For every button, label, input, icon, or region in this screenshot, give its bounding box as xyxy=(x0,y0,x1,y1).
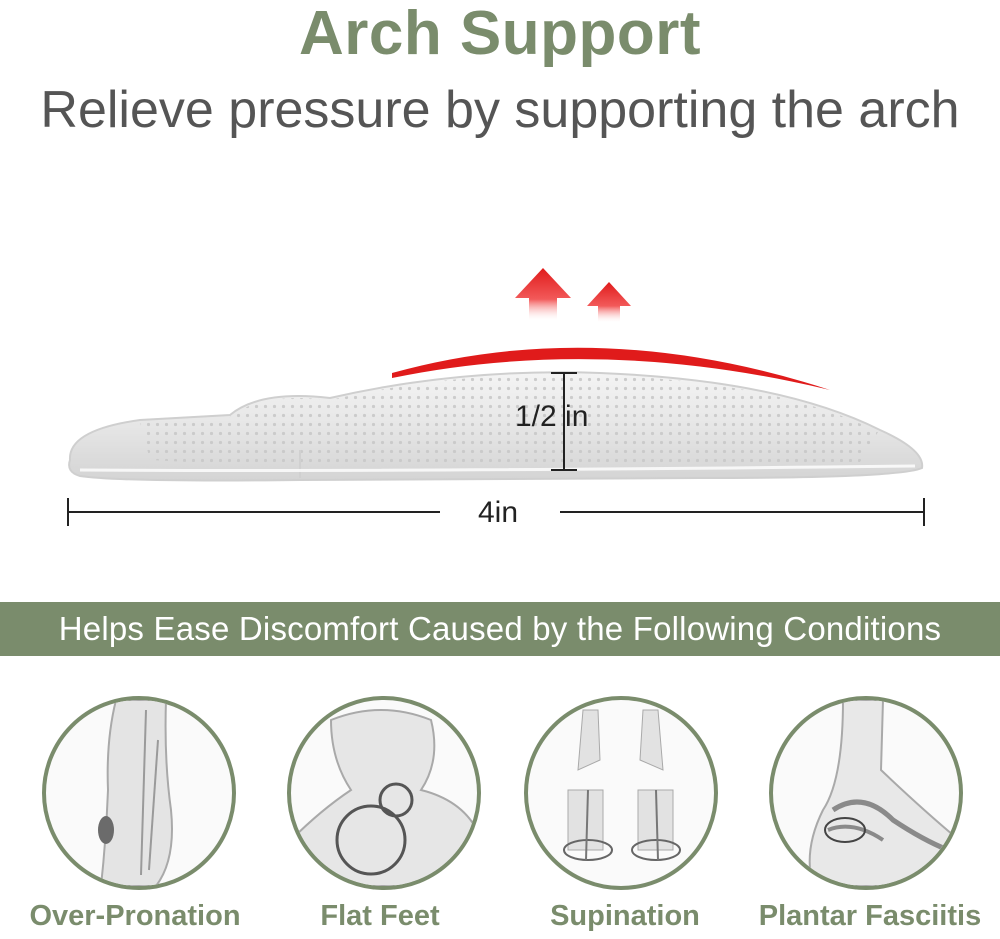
ankle-overpronation-icon xyxy=(42,696,236,890)
length-label: 4in xyxy=(474,496,523,530)
height-label: 1/2 in xyxy=(515,400,589,433)
condition-label: Over-Pronation xyxy=(29,900,241,932)
upward-arrow-icon xyxy=(587,282,631,322)
condition-plantar-fasciitis: Plantar Fasciitis xyxy=(745,690,995,939)
page-title: Arch Support xyxy=(298,0,702,68)
length-dimension-marker xyxy=(67,498,925,526)
page-subtitle: Relieve pressure by supporting the arch xyxy=(40,81,960,139)
arch-curve xyxy=(392,347,830,390)
height-dimension-marker xyxy=(551,372,577,471)
condition-label: Supination xyxy=(550,900,700,932)
upward-arrow-icon xyxy=(515,268,571,320)
condition-over-pronation: Over-Pronation xyxy=(10,690,260,939)
condition-supination: Supination xyxy=(500,690,750,939)
conditions-list: Over-Pronation Flat Feet Supina xyxy=(0,690,1000,939)
flat-foot-icon xyxy=(287,696,481,890)
arch-insert-illustration xyxy=(67,268,925,526)
gel-insert xyxy=(68,371,924,482)
condition-label: Plantar Fasciitis xyxy=(758,900,982,932)
supination-feet-icon xyxy=(524,696,718,890)
arch-insert-diagram: 1/2 in 4in xyxy=(0,240,1000,550)
foot-skeleton-icon xyxy=(769,696,963,890)
condition-flat-feet: Flat Feet xyxy=(255,690,505,939)
condition-label: Flat Feet xyxy=(320,900,440,932)
conditions-banner: Helps Ease Discomfort Caused by the Foll… xyxy=(0,602,1000,656)
